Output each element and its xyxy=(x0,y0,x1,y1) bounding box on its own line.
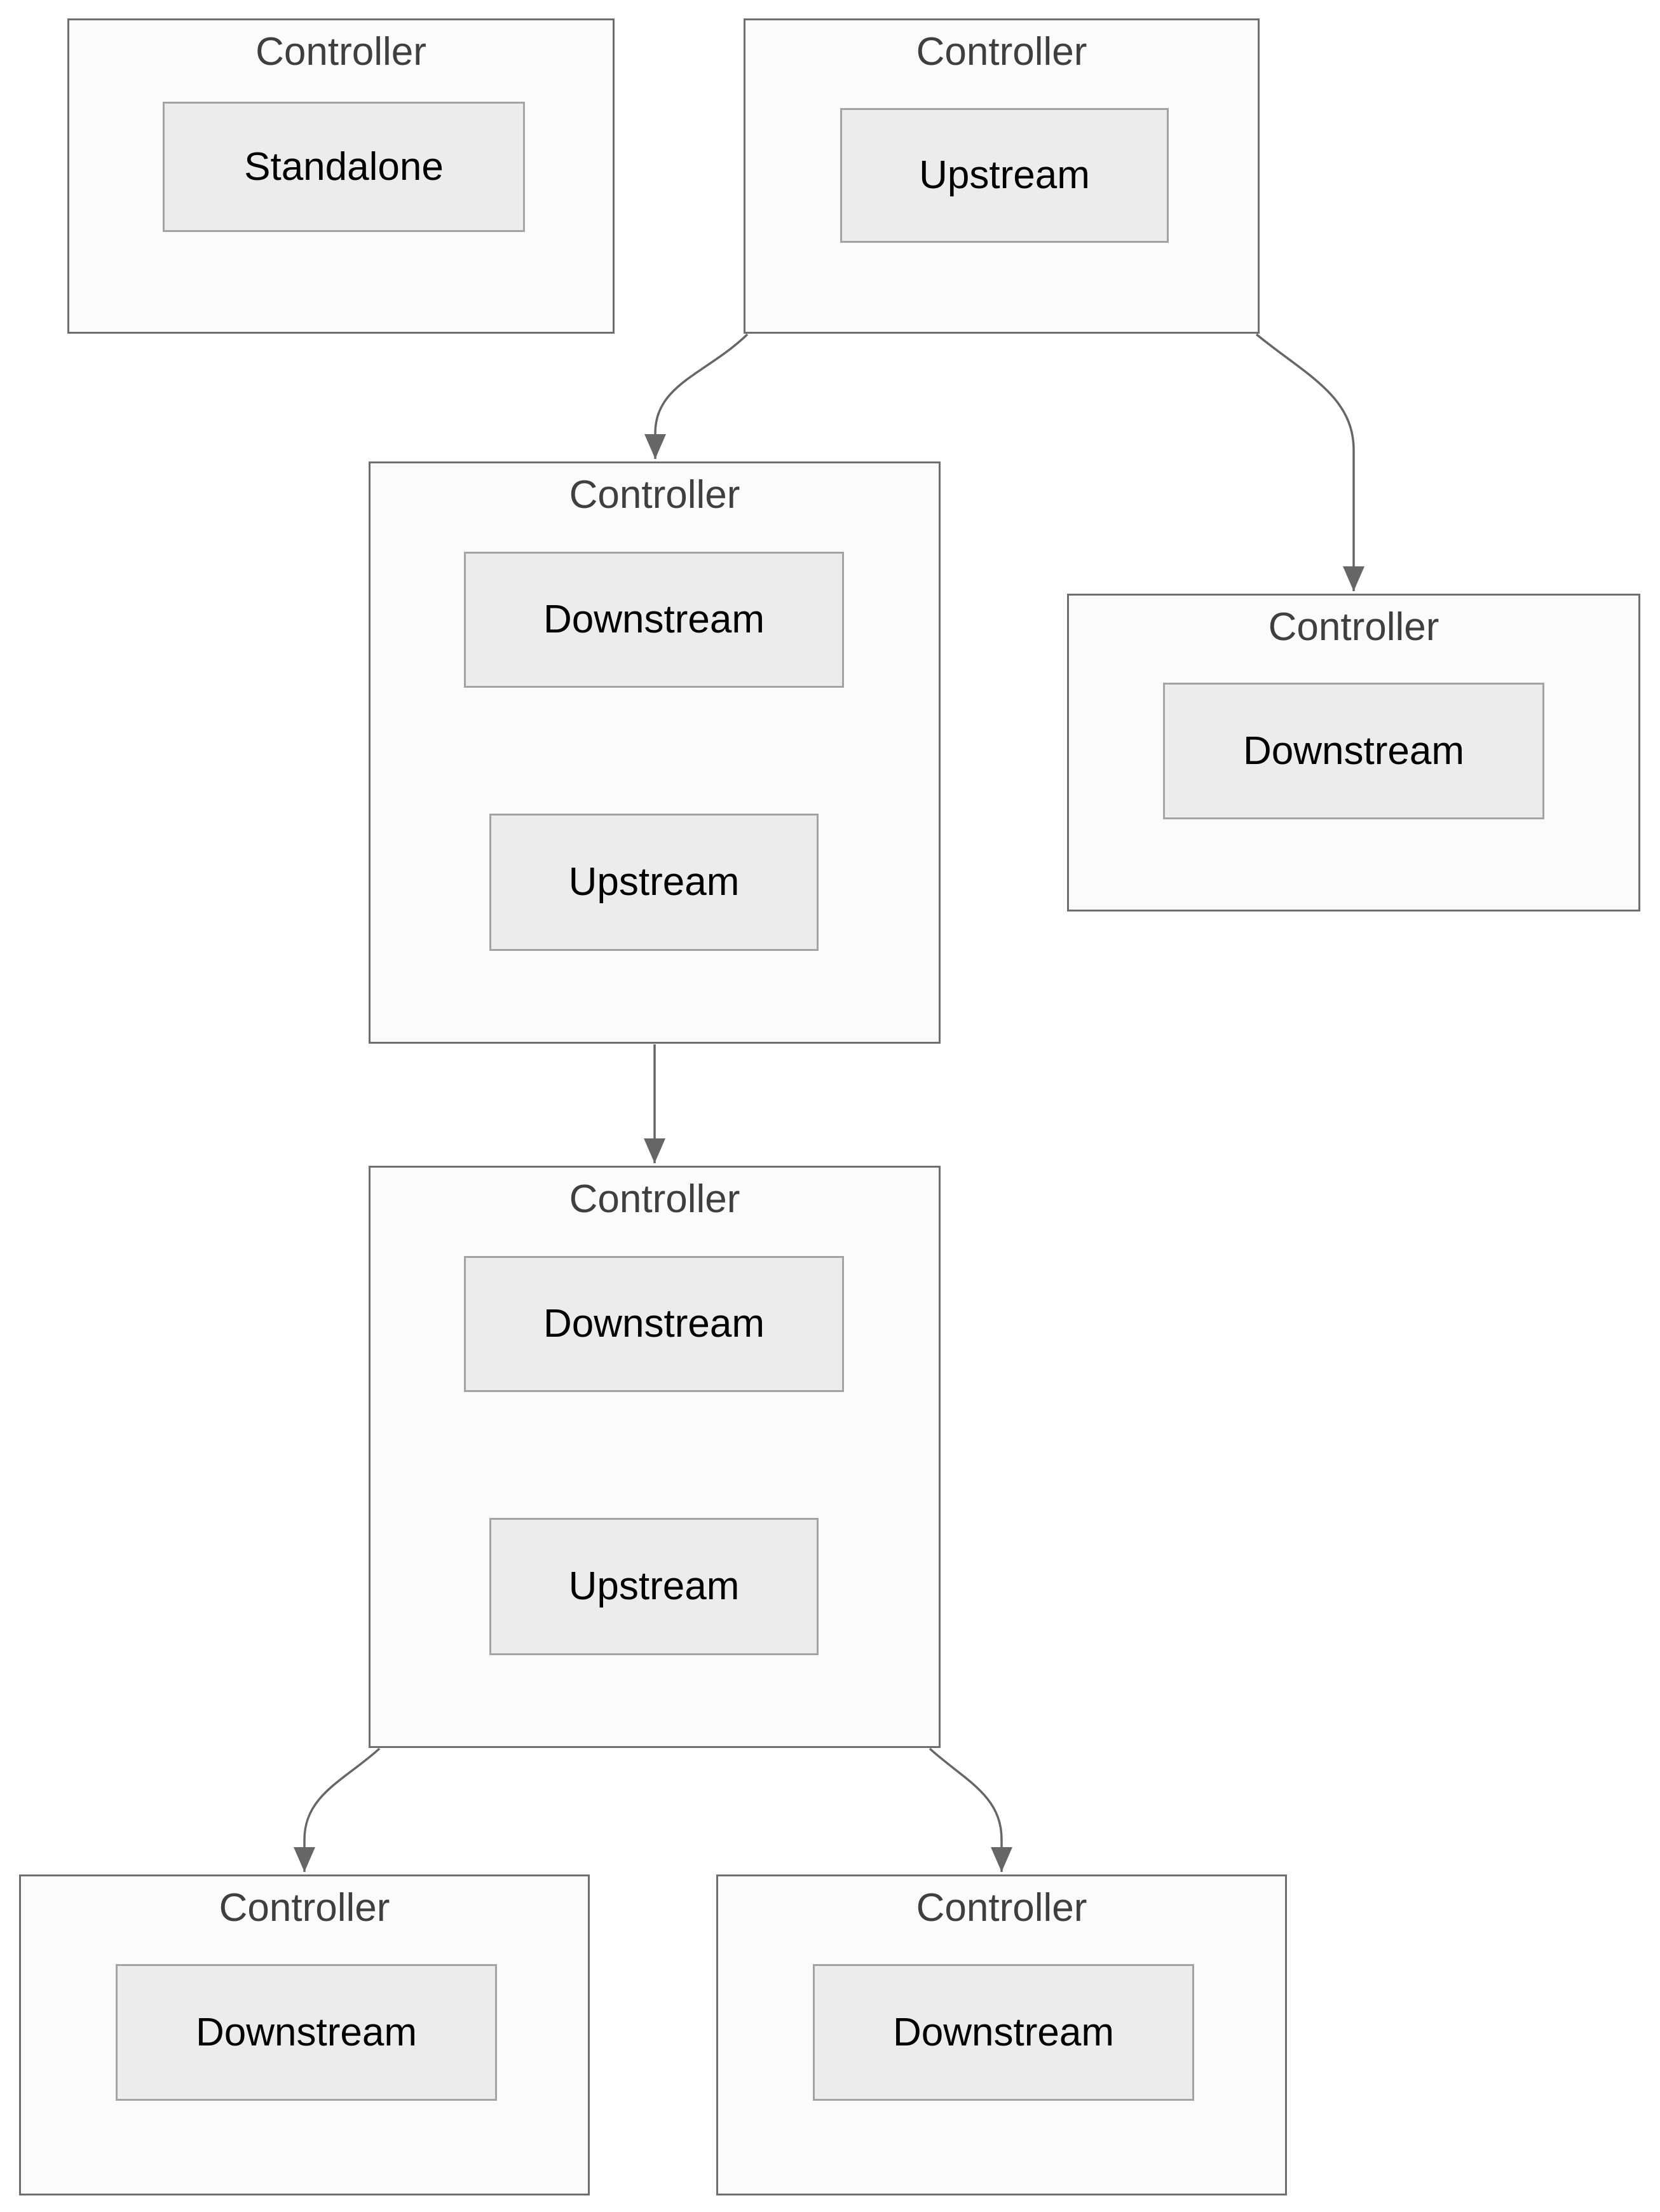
controller-title-root-controller: Controller xyxy=(916,30,1087,74)
process-box-mid2-downstream: Downstream xyxy=(464,1256,844,1392)
controller-title-leaf-controller-right: Controller xyxy=(916,1886,1087,1930)
edge-arrow-mid-controller-2-to-leaf-controller-right xyxy=(929,1747,1012,1872)
controller-title-leaf-controller-left: Controller xyxy=(219,1886,390,1930)
process-box-standalone: Standalone xyxy=(163,102,525,232)
process-label-standalone: Standalone xyxy=(244,144,444,189)
controller-title-right-controller: Controller xyxy=(1268,605,1439,649)
edge-arrow-root-controller-to-mid-controller-1 xyxy=(644,333,749,459)
process-label-leaf-left-downstream: Downstream xyxy=(196,2010,417,2054)
process-label-mid1-downstream: Downstream xyxy=(543,597,765,641)
controller-title-mid-controller-2: Controller xyxy=(569,1177,740,1221)
process-label-leaf-right-downstream: Downstream xyxy=(893,2010,1114,2054)
process-box-leaf-left-downstream: Downstream xyxy=(116,1964,497,2101)
controller-title-standalone-controller: Controller xyxy=(255,30,426,74)
edge-arrow-root-controller-to-right-controller xyxy=(1255,333,1364,591)
process-box-mid1-downstream: Downstream xyxy=(464,552,844,688)
process-box-leaf-right-downstream: Downstream xyxy=(813,1964,1194,2101)
process-label-mid2-upstream: Upstream xyxy=(568,1564,740,1608)
process-label-mid2-downstream: Downstream xyxy=(543,1302,765,1346)
process-box-right-downstream: Downstream xyxy=(1163,683,1544,819)
process-box-mid2-upstream: Upstream xyxy=(489,1518,819,1655)
process-box-root-upstream: Upstream xyxy=(840,108,1169,243)
process-label-root-upstream: Upstream xyxy=(919,153,1090,197)
controller-title-mid-controller-1: Controller xyxy=(569,473,740,517)
process-label-right-downstream: Downstream xyxy=(1243,728,1464,773)
edge-arrow-mid-controller-2-to-leaf-controller-left xyxy=(294,1747,381,1872)
process-label-mid1-upstream: Upstream xyxy=(568,860,740,904)
process-box-mid1-upstream: Upstream xyxy=(489,814,819,951)
